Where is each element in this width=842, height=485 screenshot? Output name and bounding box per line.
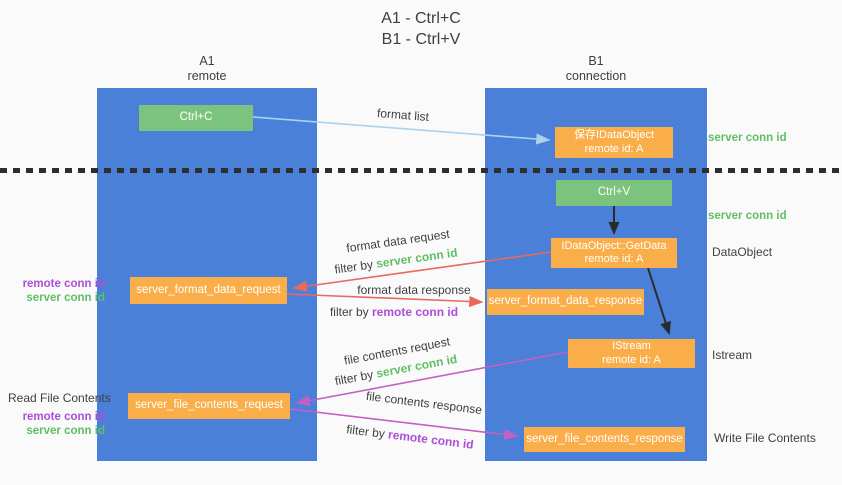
label-format-list: format list	[376, 105, 430, 125]
diagram-title: A1 - Ctrl+C B1 - Ctrl+V	[0, 8, 842, 50]
remote-conn-id-text: remote conn id	[372, 305, 459, 319]
label-server-conn-id-right-mid: server conn id	[708, 210, 787, 222]
label-dataobject: DataObject	[712, 245, 773, 259]
node-server-format-data-response: server_format_data_response	[487, 289, 644, 315]
label-remote-conn-id-left-2: remote conn id	[22, 411, 105, 423]
node-istream: IStream remote id: A	[568, 339, 695, 368]
lane-right-name: B1	[588, 54, 604, 68]
node-ctrl-c: Ctrl+C	[139, 105, 253, 131]
node-server-file-contents-request: server_file_contents_request	[128, 393, 290, 419]
label-format-data-response: format data response	[357, 283, 471, 297]
filter-by-text: filter by	[345, 422, 386, 441]
lane-left-name: A1	[199, 54, 215, 68]
label-file-contents-response: file contents response	[365, 388, 483, 418]
node-ctrl-c-label: Ctrl+C	[179, 111, 213, 124]
lane-header-left: A1 remote	[97, 54, 317, 84]
label-filter-by-remote-conn-id-2: filter by remote conn id	[346, 422, 475, 452]
dotted-separator-line	[0, 168, 842, 173]
left-conn-id-group-2: remote conn id server conn id	[8, 410, 105, 438]
filter-by-text: filter by	[333, 367, 375, 389]
lane-header-right: B1 connection	[485, 54, 707, 84]
lane-left-role: remote	[187, 69, 227, 83]
lane-right-role: connection	[565, 69, 627, 83]
node-format-request-label: server_format_data_request	[136, 283, 281, 296]
label-write-file-contents: Write File Contents	[714, 431, 816, 445]
node-ctrl-v: Ctrl+V	[556, 180, 672, 206]
node-server-format-data-request: server_format_data_request	[130, 277, 287, 304]
label-remote-conn-id-left-1: remote conn id	[22, 278, 105, 290]
title-line-1: A1 - Ctrl+C	[381, 10, 461, 27]
label-filter-by-remote-conn-id-1: filter by remote conn id	[330, 305, 458, 319]
filter-by-text: filter by	[329, 305, 369, 319]
remote-conn-id-text: remote conn id	[387, 427, 475, 452]
node-server-file-contents-response: server_file_contents_response	[524, 427, 685, 452]
node-ctrl-v-label: Ctrl+V	[597, 186, 631, 199]
left-conn-id-group-1: remote conn id server conn id	[8, 277, 105, 305]
node-save-dataobject-line2: remote id: A	[584, 142, 644, 155]
node-getdata-line2: remote id: A	[584, 253, 644, 265]
node-idataobject-getdata: IDataObject::GetData remote id: A	[551, 238, 677, 268]
label-server-conn-id-left-1: server conn id	[26, 292, 105, 304]
node-getdata-line1: IDataObject::GetData	[561, 239, 667, 252]
label-server-conn-id-left-2: server conn id	[26, 425, 105, 437]
filter-by-text: filter by	[333, 257, 374, 277]
node-file-response-label: server_file_contents_response	[526, 432, 683, 445]
label-read-file-contents: Read File Contents	[8, 391, 111, 405]
node-format-response-label: server_format_data_response	[488, 295, 643, 308]
node-file-request-label: server_file_contents_request	[135, 399, 283, 412]
node-save-dataobject-line1: 保存IDataObject	[573, 129, 655, 141]
label-server-conn-id-right-top: server conn id	[708, 132, 787, 144]
node-save-dataobject: 保存IDataObject remote id: A	[555, 127, 673, 158]
node-istream-line2: remote id: A	[602, 353, 661, 366]
node-istream-line1: IStream	[612, 340, 651, 352]
title-line-2: B1 - Ctrl+V	[381, 31, 461, 48]
label-istream-side: Istream	[712, 348, 753, 362]
